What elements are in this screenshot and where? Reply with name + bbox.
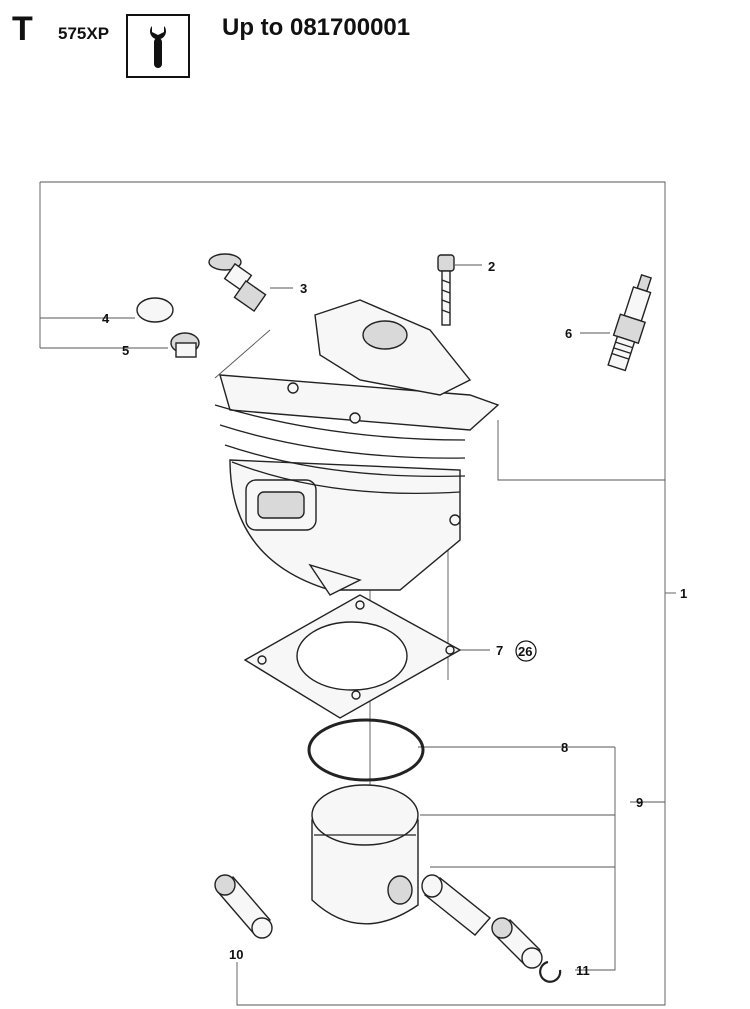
piston-pin: [421, 874, 492, 936]
cylinder-bolt: [437, 254, 455, 326]
callout-26: 26: [518, 644, 532, 659]
callout-8: 8: [561, 740, 568, 755]
callout-11: 11: [576, 963, 590, 978]
piston-ring: [307, 718, 425, 782]
callout-2: 2: [488, 259, 495, 274]
piston: [311, 784, 419, 925]
circlip: [539, 960, 562, 983]
callout-7: 7: [496, 643, 503, 658]
callout-4: 4: [102, 311, 110, 326]
callout-1: 1: [680, 586, 687, 601]
needle-bearing-small-end: [214, 874, 273, 939]
info-box: [126, 14, 190, 78]
section-letter: T: [12, 10, 33, 48]
page-title: Up to 081700001: [222, 14, 411, 41]
callout-26-circle: [515, 640, 537, 662]
base-gasket: [243, 594, 462, 719]
cylinder: [214, 299, 500, 596]
needle-bearing: [491, 917, 543, 969]
callout-10: 10: [229, 947, 243, 962]
decompression-valve: [208, 253, 267, 313]
leader-lines: [39, 181, 676, 1006]
callout-6: 6: [565, 326, 572, 341]
wrench-info-icon: [150, 26, 166, 68]
callout-9: 9: [636, 795, 643, 810]
callout-3: 3: [300, 281, 307, 296]
callout-5: 5: [122, 343, 129, 358]
valve-cap: [136, 297, 200, 358]
model-name: 575XP: [58, 24, 110, 43]
spark-plug: [607, 274, 652, 372]
